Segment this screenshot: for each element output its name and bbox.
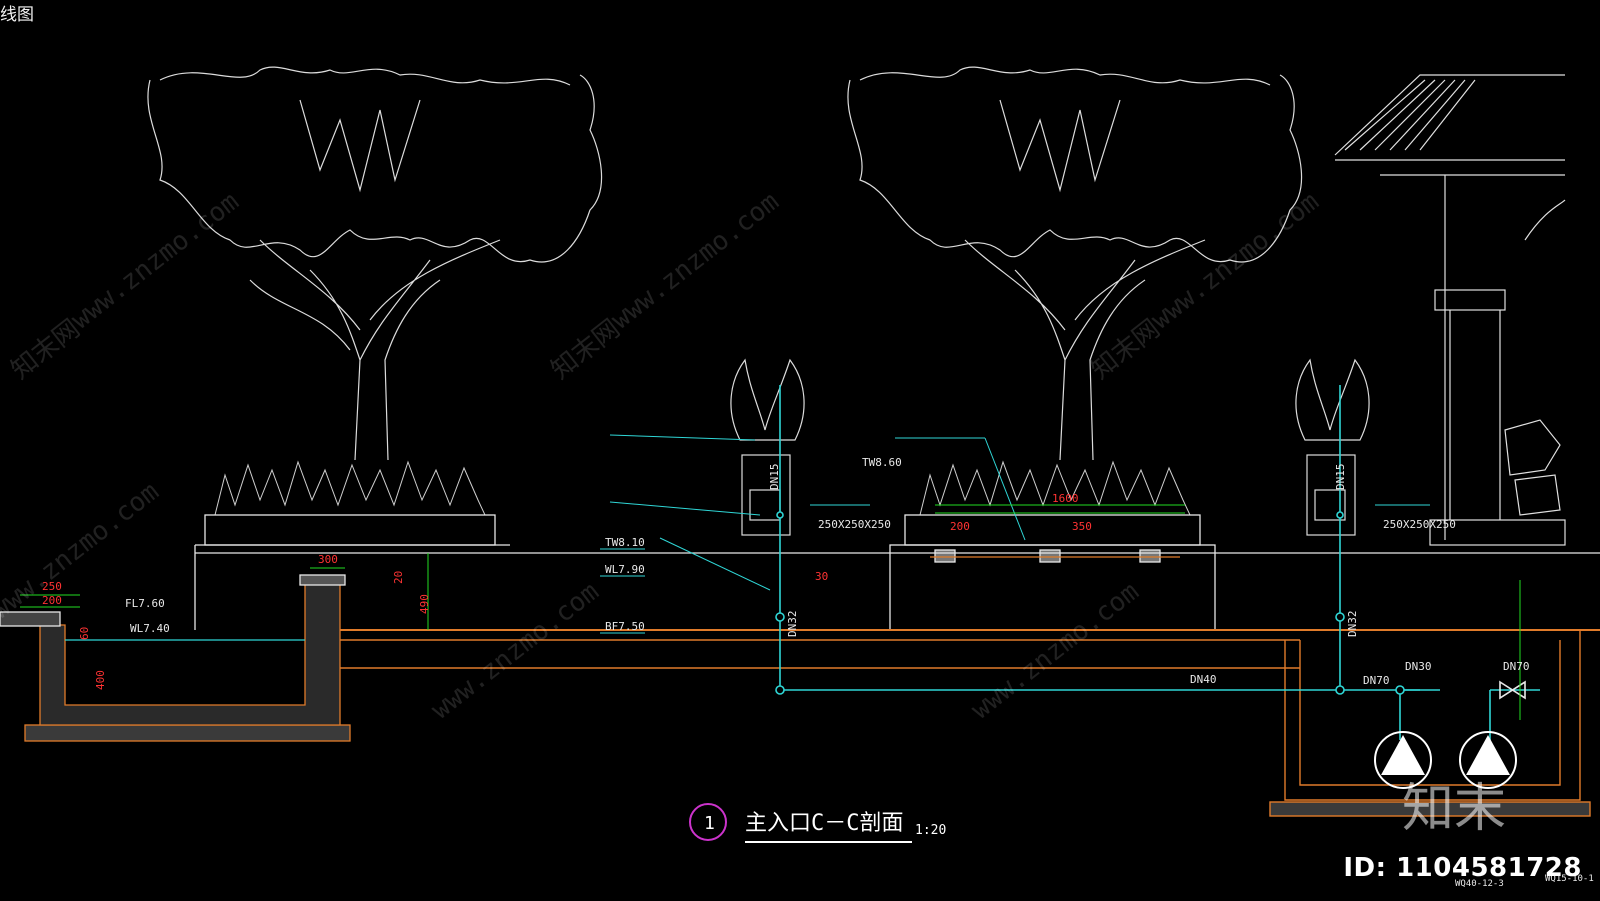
annotations: FL7.60 WL7.40 TW8.10 WL7.90 BF7.50 TW8.6… [125,456,1594,889]
watermark-site-4: www.znzmo.com [426,577,605,726]
dim-1600: 1600 [1052,492,1079,505]
planter-left [195,514,510,546]
dim-490: 490 [418,594,431,614]
wl-pool-label: WL7.40 [130,622,170,635]
watermarks: www.znzmo.com www.znzmo.com www.znzmo.co… [0,187,1325,726]
brand-logo: 知末 [1402,779,1507,839]
pump-left-icon [1374,731,1432,789]
tree-right [847,66,1303,461]
fl-label: FL7.60 [125,597,165,610]
box-size-left: 250X250X250 [818,518,891,531]
detail-ref-a: WQ40-12-3 [1455,879,1504,889]
bf-label: BF7.50 [605,620,645,633]
corner-title: 线图 [0,5,34,25]
pump-right-icon [1459,731,1517,789]
dn32-left-label: DN32 [786,611,799,638]
dim-400: 400 [94,670,107,690]
section-title-block: 1 主入口C－C剖面 1:20 [689,803,946,843]
leader-lines [600,434,1430,634]
section-title: 主入口C－C剖面 [745,811,904,836]
dn15-left-label: DN15 [768,464,781,491]
watermark-brand-1: 知末网 [6,314,86,386]
section-number: 1 [704,813,715,834]
dim-300: 300 [318,553,338,566]
detail-ref-b: WQ15-10-1 [1545,874,1594,884]
watermark-site-3: www.znzmo.com [1146,187,1325,336]
sculpture-right [1295,358,1370,536]
dim-20: 20 [392,571,405,584]
dn70-b-label: DN70 [1503,660,1530,673]
dn40-label: DN40 [1190,673,1217,686]
tw-label: TW8.10 [605,536,645,549]
dim-200: 200 [42,594,62,607]
section-number-circle [689,803,727,841]
watermark-site-2: www.znzmo.com [606,187,785,336]
watermark-site-5: www.znzmo.com [966,577,1145,726]
watermark-site-1: www.znzmo.com [66,187,245,336]
image-id-label: ID: 1104581728 [1343,853,1582,883]
section-scale: 1:20 [915,823,946,838]
watermark-brand-3: 知末网 [1086,314,1166,386]
dn30-label: DN30 [1405,660,1432,673]
shrubs-left [214,460,486,516]
building-right [1334,74,1566,546]
box-size-right: 250X250X250 [1383,518,1456,531]
pump-pit [1269,630,1591,817]
planter-right [889,514,1216,631]
tw-planter-label: TW8.60 [862,456,902,469]
dn32-right-label: DN32 [1346,611,1359,638]
dim-350: 350 [1072,520,1092,533]
dimension-text: 250 200 60 400 300 20 490 30 200 350 160… [42,492,1092,690]
shrubs-right [919,460,1191,516]
dn70-a-label: DN70 [1363,674,1390,687]
dim-60: 60 [78,627,91,640]
dimension-lines [20,504,1521,720]
watermark-brand-2: 知末网 [546,314,626,386]
wl-label: WL7.90 [605,563,645,576]
dim-200b: 200 [950,520,970,533]
dim-30: 30 [815,570,828,583]
dim-250: 250 [42,580,62,593]
tree-left [147,66,603,461]
dn15-right-label: DN15 [1334,464,1347,491]
pool-left [0,574,351,742]
ground-lines [194,545,1600,669]
sculpture-left [730,358,805,536]
